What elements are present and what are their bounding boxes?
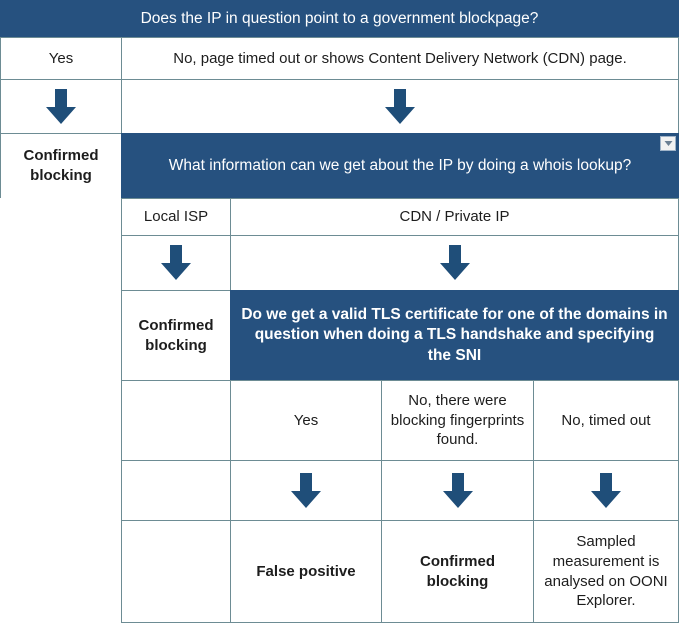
arrow-cell-tls-fingerprints bbox=[381, 460, 534, 521]
question-whois-text: What information can we get about the IP… bbox=[168, 156, 632, 174]
outcome-cell-confirmed-blocking-2: Confirmed blocking bbox=[121, 290, 231, 381]
arrow-cell-tls-timed-out bbox=[533, 460, 679, 521]
spacer-cell-left-3 bbox=[0, 290, 122, 381]
spacer-cell-left-5 bbox=[0, 460, 122, 521]
answer-tls-timed-out-text: No, timed out bbox=[561, 411, 651, 429]
spacer-cell-left-1 bbox=[0, 198, 122, 236]
outcome-cell-confirmed-blocking-1: Confirmed blocking bbox=[0, 133, 122, 199]
filter-dropdown-icon[interactable] bbox=[660, 136, 676, 151]
arrow-cell-cdn-private-ip bbox=[230, 235, 679, 291]
arrow-cell-tls-yes bbox=[230, 460, 382, 521]
spacer-cell-left-2 bbox=[0, 235, 122, 291]
answer-cell-tls-fingerprints: No, there were blocking fingerprints fou… bbox=[381, 380, 534, 461]
question-blockpage-text: Does the IP in question point to a gover… bbox=[140, 9, 539, 27]
answer-cell-tls-timed-out: No, timed out bbox=[533, 380, 679, 461]
spacer-cell-left-6 bbox=[0, 520, 122, 623]
answer-tls-fingerprints-text: No, there were blocking fingerprints fou… bbox=[390, 391, 525, 449]
outcome-cell-sampled-measurement: Sampled measurement is analysed on OONI … bbox=[533, 520, 679, 623]
question-tls-certificate-text: Do we get a valid TLS certificate for on… bbox=[241, 305, 668, 364]
outcome-cell-false-positive: False positive bbox=[230, 520, 382, 623]
answer-cell-yes-blockpage: Yes bbox=[0, 37, 122, 80]
answer-cell-tls-yes: Yes bbox=[230, 380, 382, 461]
outcome-confirmed-blocking-1-text: Confirmed blocking bbox=[23, 147, 99, 184]
answer-yes-blockpage-text: Yes bbox=[48, 49, 74, 67]
spacer-cell-mid-4 bbox=[121, 380, 231, 461]
spacer-cell-mid-6 bbox=[121, 520, 231, 623]
down-arrow-icon bbox=[159, 243, 193, 283]
answer-cdn-private-ip-text: CDN / Private IP bbox=[399, 208, 510, 226]
spacer-cell-left-4 bbox=[0, 380, 122, 461]
down-arrow-icon bbox=[44, 87, 78, 127]
answer-no-blockpage-text: No, page timed out or shows Content Deli… bbox=[173, 49, 627, 67]
answer-cell-local-isp: Local ISP bbox=[121, 198, 231, 236]
question-cell-blockpage: Does the IP in question point to a gover… bbox=[0, 0, 679, 38]
arrow-cell-local-isp bbox=[121, 235, 231, 291]
answer-local-isp-text: Local ISP bbox=[143, 208, 209, 226]
question-cell-tls-certificate: Do we get a valid TLS certificate for on… bbox=[230, 290, 679, 381]
arrow-cell-no-blockpage bbox=[121, 79, 679, 134]
down-arrow-icon bbox=[383, 87, 417, 127]
question-cell-whois: What information can we get about the IP… bbox=[121, 133, 679, 199]
outcome-confirmed-blocking-2-text: Confirmed blocking bbox=[138, 316, 214, 354]
answer-cell-cdn-private-ip: CDN / Private IP bbox=[230, 198, 679, 236]
outcome-confirmed-blocking-3-text: Confirmed blocking bbox=[420, 552, 495, 590]
outcome-false-positive-text: False positive bbox=[256, 562, 356, 580]
answer-cell-no-blockpage: No, page timed out or shows Content Deli… bbox=[121, 37, 679, 80]
outcome-cell-confirmed-blocking-3: Confirmed blocking bbox=[381, 520, 534, 623]
outcome-sampled-measurement-text: Sampled measurement is analysed on OONI … bbox=[544, 532, 668, 610]
down-arrow-icon bbox=[441, 471, 475, 511]
spacer-cell-mid-5 bbox=[121, 460, 231, 521]
answer-tls-yes-text: Yes bbox=[293, 411, 319, 429]
arrow-cell-yes-blockpage bbox=[0, 79, 122, 134]
down-arrow-icon bbox=[438, 243, 472, 283]
down-arrow-icon bbox=[289, 471, 323, 511]
down-arrow-icon bbox=[589, 471, 623, 511]
